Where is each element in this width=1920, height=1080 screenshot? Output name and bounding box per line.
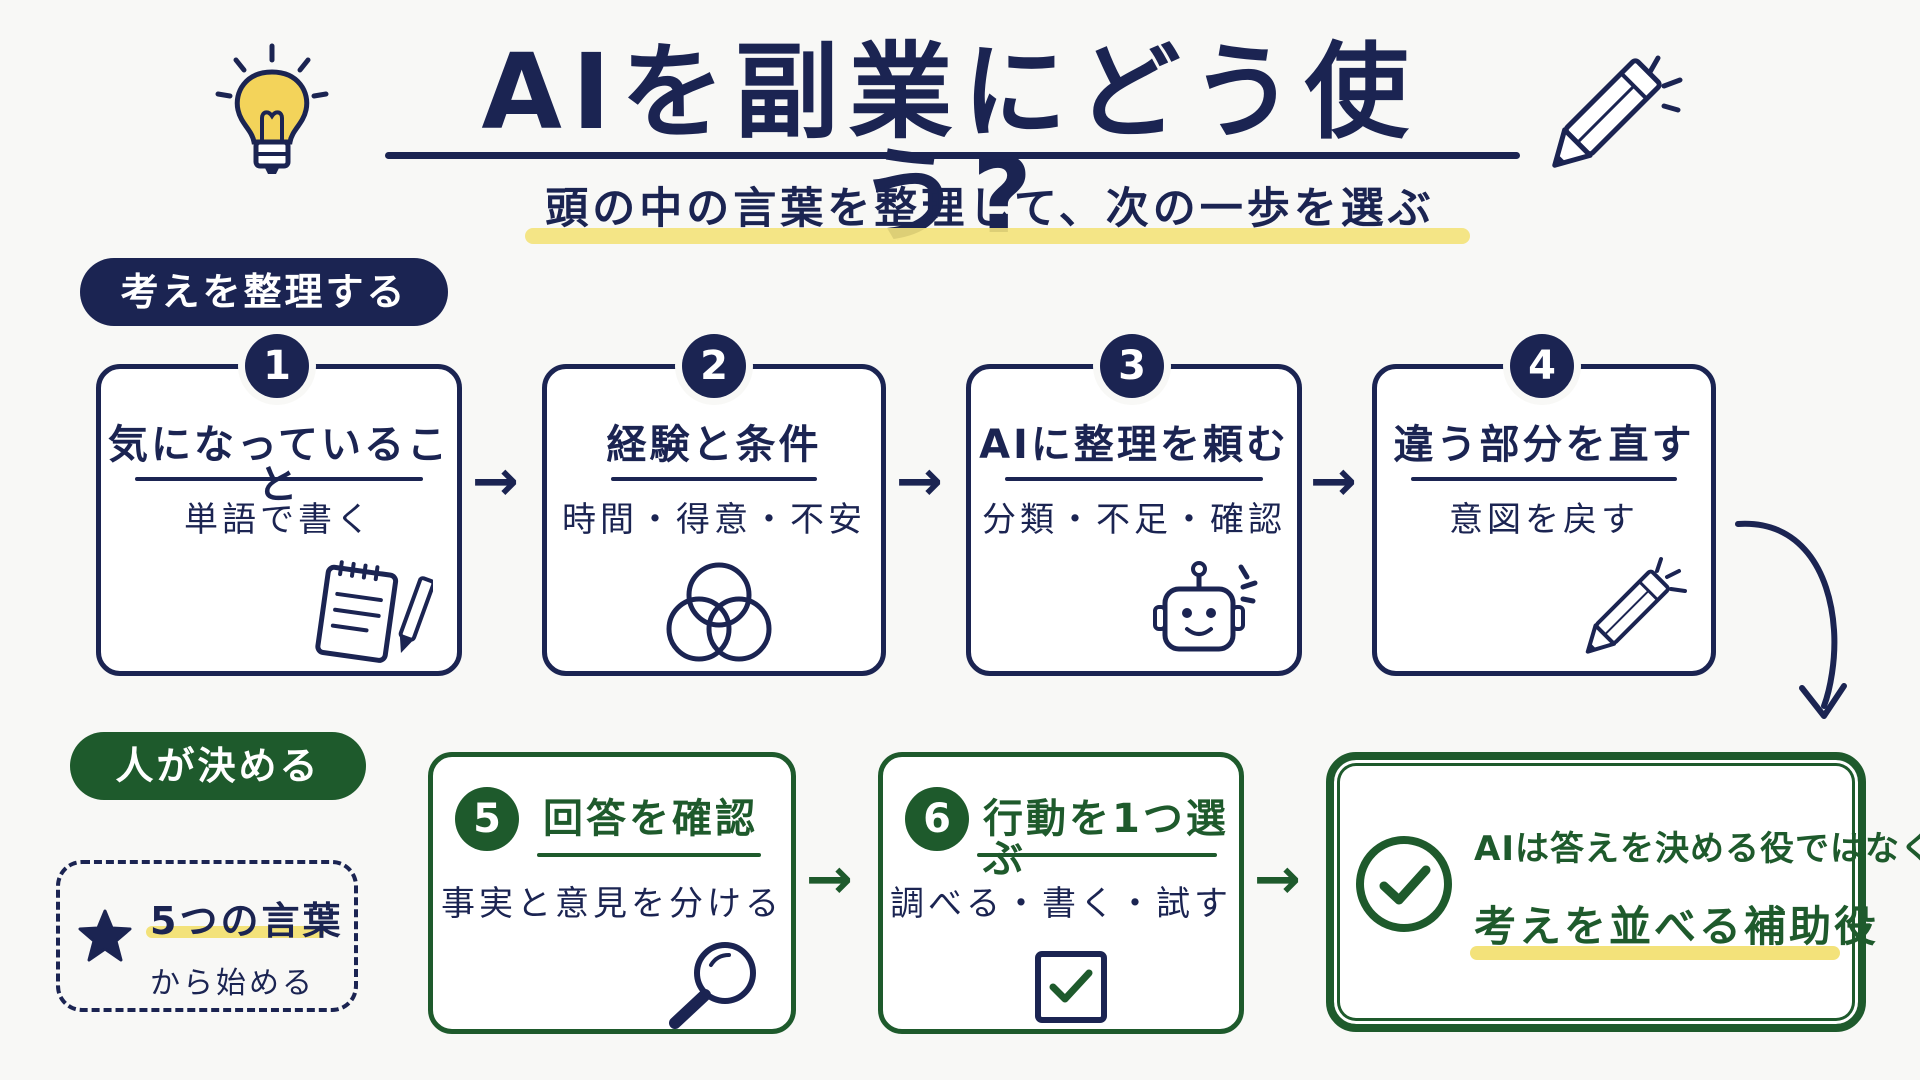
step-subtitle: 事実と意見を分ける [441, 884, 783, 924]
notepad-pencil-icon [315, 560, 433, 663]
pencil-icon [1585, 557, 1687, 654]
subtitle-highlight [525, 228, 1470, 244]
step-subtitle: 単語で書く [184, 500, 374, 540]
step-card-5: 5 回答を確認 事実と意見を分ける [428, 752, 796, 1034]
note-box: 5つの言葉 から始める [56, 860, 358, 1012]
step-number-1: 1 [245, 334, 309, 398]
arrow-right-icon: → [1310, 449, 1357, 514]
note-line-2: から始める [150, 966, 315, 1001]
step-subtitle: 調べる・書く・試す [890, 884, 1232, 924]
step-title: AIに整理を頼む [979, 422, 1289, 468]
step-title: 経験と条件 [606, 422, 822, 468]
step-number-5: 5 [455, 787, 519, 851]
step-card-3: AIに整理を頼む 分類・不足・確認 [966, 364, 1302, 676]
step-title: 行動を1つ選ぶ [983, 796, 1229, 882]
step-title-underline [135, 477, 423, 481]
step-card-6: 6 行動を1つ選ぶ 調べる・書く・試す [878, 752, 1244, 1034]
step-card-4: 違う部分を直す 意図を戻す [1372, 364, 1716, 676]
checkbox-icon [1035, 951, 1107, 1023]
arrow-right-icon: → [896, 449, 943, 514]
check-circle-icon [1356, 836, 1452, 932]
star-icon [78, 909, 132, 962]
lightbulb-icon [215, 43, 329, 174]
arrow-right-icon: → [1254, 847, 1301, 912]
step-card-1: 気になっていること 単語で書く [96, 364, 462, 676]
note-line-1: 5つの言葉 [150, 899, 344, 943]
step-card-2: 経験と条件 時間・得意・不安 [542, 364, 886, 676]
step-title-underline [977, 853, 1217, 857]
pencil-icon [1552, 55, 1683, 168]
curved-arrow-icon [1735, 520, 1847, 719]
robot-icon [1153, 561, 1258, 652]
note-highlight [146, 926, 324, 938]
title-underline [385, 152, 1520, 159]
step-title-underline [537, 853, 761, 857]
conclusion-box: AIは答えを決める役ではなく、 考えを並べる補助役 [1326, 752, 1920, 1032]
step-number-3: 3 [1100, 334, 1164, 398]
conclusion-line-1: AIは答えを決める役ではなく、 [1474, 829, 1920, 869]
step-title: 気になっていること [108, 422, 450, 508]
step-subtitle: 分類・不足・確認 [982, 500, 1286, 540]
step-subtitle: 意図を戻す [1449, 500, 1639, 540]
step-title-underline [1411, 477, 1677, 481]
section-label-decide: 人が決める [70, 732, 366, 800]
step-subtitle: 時間・得意・不安 [562, 500, 866, 540]
venn-circles-icon [666, 562, 772, 662]
step-title: 違う部分を直す [1393, 422, 1695, 468]
step-number-6: 6 [905, 787, 969, 851]
magnifier-icon [669, 942, 756, 1029]
step-title-underline [1005, 477, 1263, 481]
arrow-right-icon: → [806, 847, 853, 912]
section-label-organize: 考えを整理する [80, 258, 448, 326]
step-number-2: 2 [682, 334, 746, 398]
conclusion-line-2: 考えを並べる補助役 [1474, 902, 1880, 951]
step-number-4: 4 [1510, 334, 1574, 398]
conclusion-highlight [1470, 946, 1840, 960]
step-title-underline [611, 477, 817, 481]
step-title: 回答を確認 [543, 796, 758, 842]
arrow-right-icon: → [472, 449, 519, 514]
page-subtitle: 頭の中の言葉を整理して、次の一歩を選ぶ [545, 184, 1435, 234]
